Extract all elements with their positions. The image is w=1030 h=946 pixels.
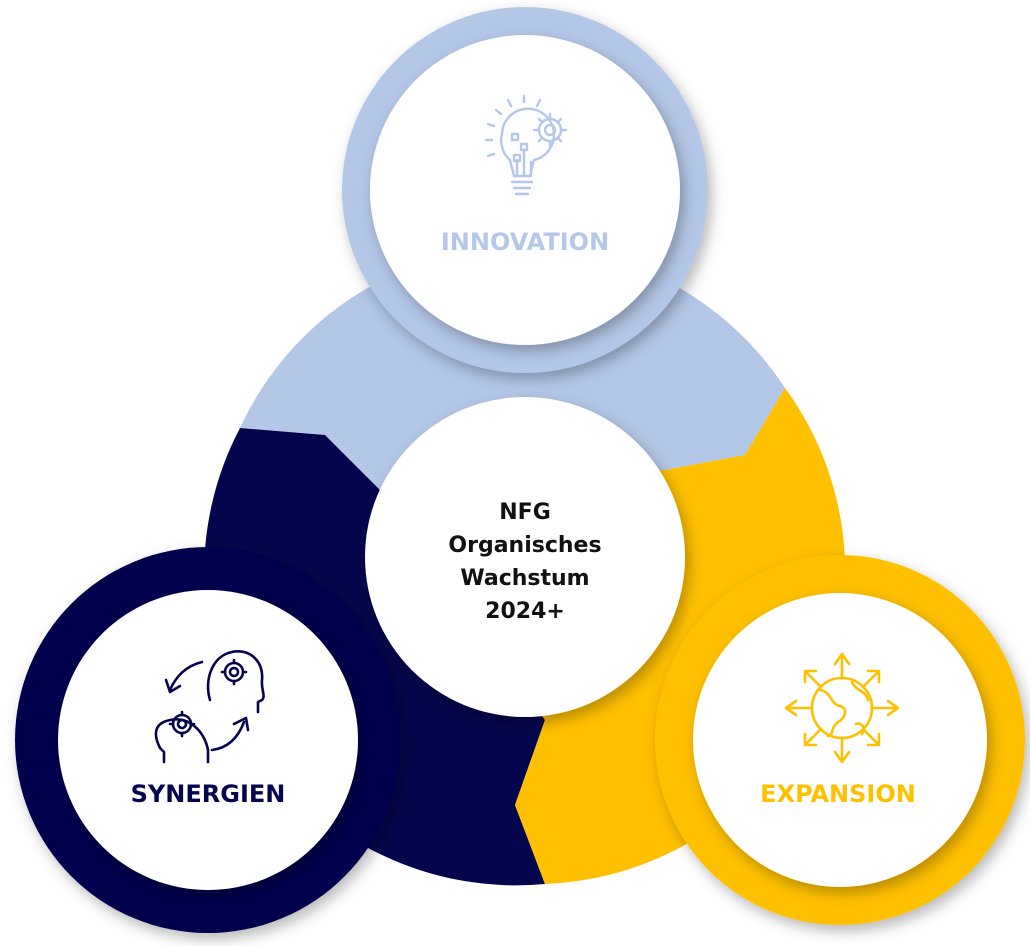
- node-expansion-label: EXPANSION: [760, 780, 916, 808]
- node-expansion: EXPANSION: [655, 555, 1025, 925]
- node-innovation: INNOVATION: [342, 7, 708, 373]
- node-innovation-inner: [370, 35, 680, 345]
- node-expansion-inner: [693, 593, 987, 887]
- center-line-1: NFG: [499, 500, 551, 525]
- center-circle: [365, 397, 685, 717]
- node-synergien-inner: [58, 590, 358, 890]
- heads-gears-exchange-icon: [154, 650, 265, 764]
- center-line-4: 2024+: [485, 599, 565, 624]
- center-line-2: Organisches: [448, 533, 601, 558]
- center-hub: NFG Organisches Wachstum 2024+: [365, 397, 685, 717]
- node-synergien-label: SYNERGIEN: [131, 780, 286, 808]
- node-synergien: SYNERGIEN: [15, 547, 401, 933]
- globe-arrows-icon: [784, 652, 900, 764]
- node-innovation-label: INNOVATION: [441, 228, 609, 256]
- lightbulb-gear-icon: [484, 94, 568, 196]
- center-line-3: Wachstum: [460, 566, 589, 591]
